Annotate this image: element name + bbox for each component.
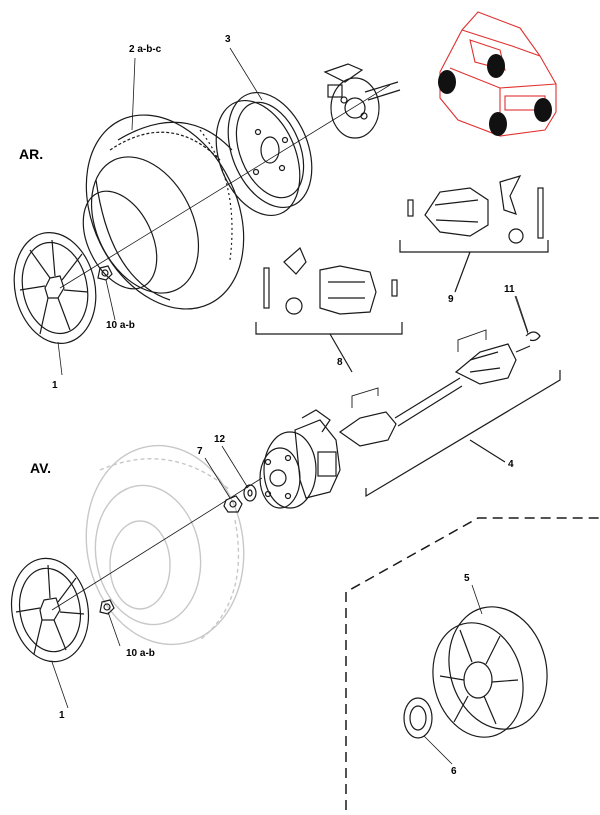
callout-3: 3: [225, 34, 231, 45]
joint-kit-9: [399, 175, 549, 293]
rear-axis-line: [59, 84, 391, 289]
callout-11: 11: [504, 284, 515, 295]
callout-10-front: 10 a-b: [126, 648, 155, 659]
callout-4: 4: [508, 459, 514, 470]
front-hub-nut: [223, 495, 243, 513]
car-location-icon: [439, 11, 557, 137]
front-section-title: AV.: [30, 460, 52, 476]
centre-cap: [403, 697, 433, 739]
circlip: [525, 331, 541, 342]
alloy-wheel: [432, 606, 548, 738]
rear-section-title: AR.: [19, 146, 44, 162]
rear-tyre: [82, 114, 245, 310]
rear-wheel-rim: [215, 91, 313, 217]
callout-10-rear: 10 a-b: [106, 320, 135, 331]
leader-lines: [51, 47, 529, 765]
rear-hub-assembly: [323, 63, 401, 139]
callout-2: 2 a-b-c: [129, 44, 162, 55]
front-hubcap: [10, 557, 90, 663]
front-tyre-ghost: [85, 444, 245, 646]
variant-separator: [345, 517, 600, 810]
car-wheels: [438, 54, 552, 136]
callout-8: 8: [337, 357, 343, 368]
front-hub-knuckle: [259, 409, 341, 509]
callout-6: 6: [451, 766, 457, 777]
joint-kit-8: [255, 247, 403, 373]
rear-hubcap: [13, 231, 97, 345]
drive-shaft: [338, 329, 561, 498]
front-hub-washer: [243, 484, 257, 502]
callout-7: 7: [197, 446, 203, 457]
callout-9: 9: [448, 294, 454, 305]
rear-wheel-nut: [97, 265, 113, 281]
callout-12: 12: [214, 434, 226, 445]
front-wheel-nut: [99, 599, 115, 615]
callout-1-rear: 1: [52, 380, 58, 391]
callout-1-front: 1: [59, 710, 65, 721]
callout-5: 5: [464, 573, 470, 584]
